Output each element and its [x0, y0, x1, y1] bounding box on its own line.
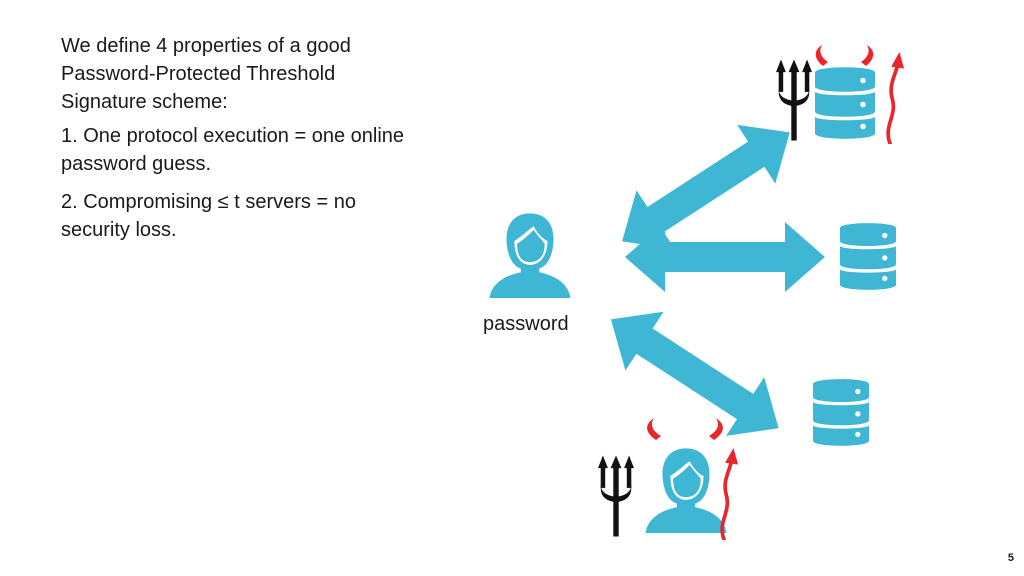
- text-block: We define 4 properties of a good Passwor…: [61, 32, 451, 254]
- intro-paragraph: We define 4 properties of a good Passwor…: [61, 32, 451, 116]
- property-1-line-1: 1. One protocol execution = one online: [61, 125, 405, 147]
- trident-icon-bottom: [598, 455, 634, 537]
- intro-line-3: Signature scheme:: [61, 91, 228, 113]
- user-icon: [489, 213, 571, 298]
- trident-icon-top: [776, 59, 812, 141]
- devil-horns-icon-top: [815, 45, 874, 66]
- intro-line-1: We define 4 properties of a good: [61, 35, 351, 57]
- property-2-line-2: security loss.: [61, 219, 177, 241]
- property-2: 2. Compromising ≤ t servers = no securit…: [61, 188, 451, 244]
- devil-tail-icon-top: [886, 52, 907, 144]
- property-1: 1. One protocol execution = one online p…: [61, 122, 451, 178]
- server-icon-top: [815, 67, 875, 139]
- devil-tail-icon-bottom: [720, 448, 741, 540]
- property-2-line-1: 2. Compromising ≤ t servers = no: [61, 191, 356, 213]
- server-icon-bottom: [813, 379, 869, 446]
- intro-line-2: Password-Protected Threshold: [61, 63, 336, 85]
- double-arrow-bottom: [591, 290, 798, 458]
- corrupted-user-icon: [645, 448, 727, 533]
- page-number: 5: [1007, 552, 1014, 564]
- devil-horns-icon-bottom: [647, 418, 723, 440]
- double-arrow-middle: [625, 222, 825, 292]
- property-1-line-2: password guess.: [61, 153, 212, 175]
- server-icon-middle: [840, 223, 896, 290]
- user-label: password: [483, 313, 569, 335]
